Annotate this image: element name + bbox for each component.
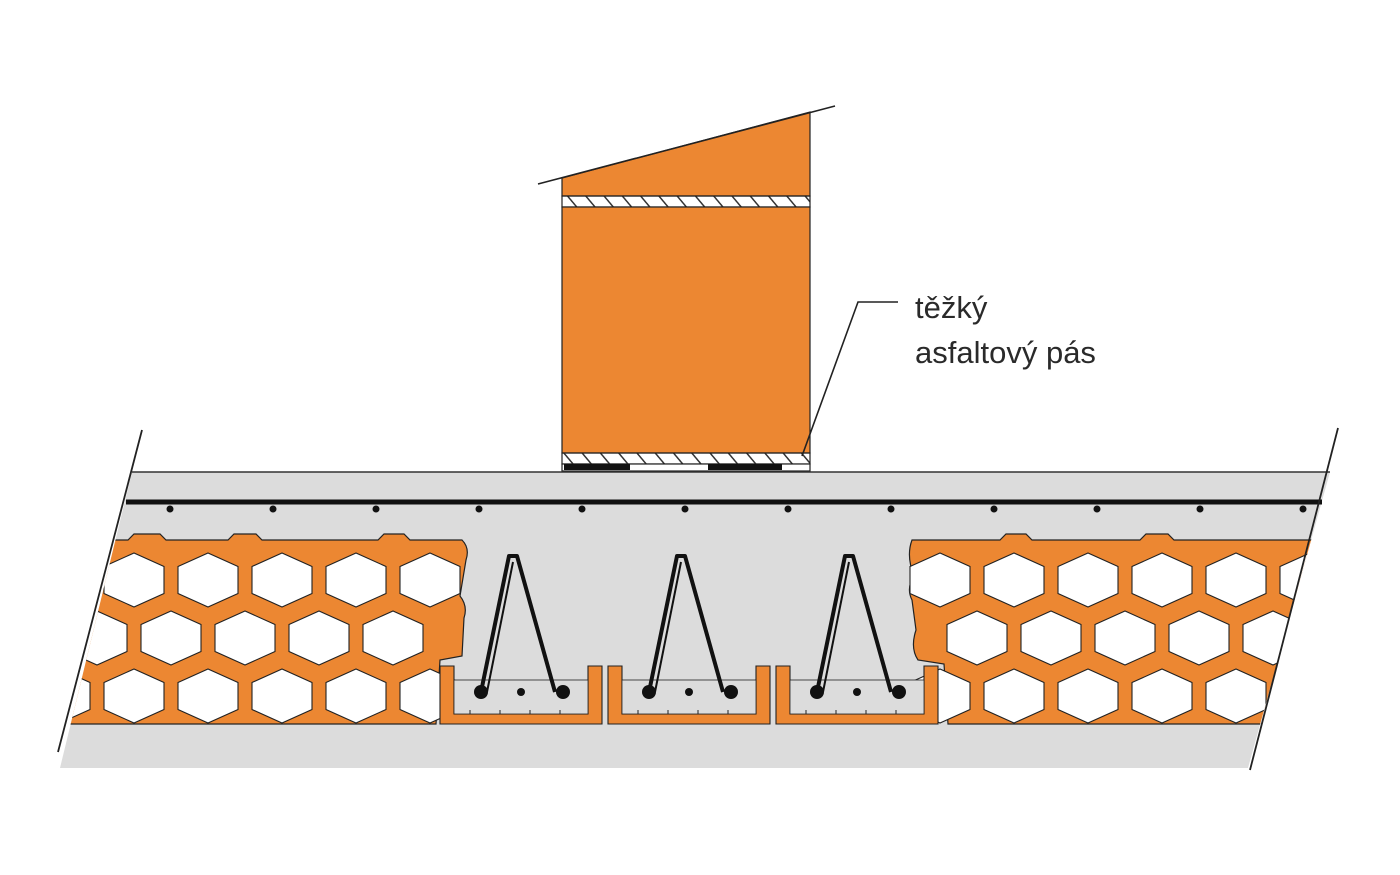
block-cell (983, 668, 1045, 724)
rebar (853, 688, 861, 696)
base-pad-right (708, 464, 782, 470)
callout-leader-line (801, 301, 898, 457)
block-cell (362, 610, 424, 666)
beam (775, 554, 939, 725)
beam (607, 554, 771, 725)
section-cut-left (57, 429, 143, 753)
block-cell (325, 668, 387, 724)
block-cell (251, 552, 313, 608)
mesh-bar-dot (681, 505, 689, 513)
block-cell (399, 552, 461, 608)
block-cell (177, 668, 239, 724)
mesh-bars (166, 505, 1307, 513)
block-cell (1057, 668, 1119, 724)
truss-wire (815, 554, 893, 693)
truss-wire (479, 554, 557, 693)
beam-core (453, 679, 589, 715)
section-cut-right (1249, 427, 1339, 771)
rebar (474, 685, 488, 699)
mesh-bar-dot (578, 505, 586, 513)
block-cell (103, 552, 165, 608)
base-pad-left (564, 464, 630, 470)
block-cell (214, 610, 276, 666)
block-cell (909, 552, 971, 608)
rebar (810, 685, 824, 699)
mesh-bar-dot (269, 505, 277, 513)
rebar (556, 685, 570, 699)
callout-label-line1: těžký (915, 290, 988, 325)
truss-wire (486, 561, 514, 693)
ceramic-block-right (908, 533, 1330, 725)
rebar (892, 685, 906, 699)
block-cell (1057, 552, 1119, 608)
block-cell (1205, 552, 1267, 608)
mesh-bar-dot (784, 505, 792, 513)
partition-wall (537, 105, 836, 472)
block-cell (103, 668, 165, 724)
mesh-bar-dot (887, 505, 895, 513)
mesh-bar-dot (475, 505, 483, 513)
beam-core (789, 679, 925, 715)
mesh-bar-dot (1093, 505, 1101, 513)
block-cell (1131, 552, 1193, 608)
block-cell (288, 610, 350, 666)
callout-label-line2: asfaltový pás (915, 335, 1096, 370)
rebar (724, 685, 738, 699)
block-cell (1168, 610, 1230, 666)
wall-top-block (561, 111, 811, 197)
ceramic-block-left (60, 533, 468, 725)
beam-core (621, 679, 757, 715)
block-cell (983, 552, 1045, 608)
wall-top-edge (537, 105, 836, 185)
block-cell (1020, 610, 1082, 666)
block-cell (251, 668, 313, 724)
block-cell (946, 610, 1008, 666)
callout: těžký asfaltový pás (801, 290, 1096, 457)
beam (439, 554, 603, 725)
block-cell (1131, 668, 1193, 724)
rebar (517, 688, 525, 696)
mesh-bar-dot (372, 505, 380, 513)
mesh-bar-dot (1196, 505, 1204, 513)
mesh-bar-dot (166, 505, 174, 513)
block-cell (1279, 668, 1330, 724)
rebar (642, 685, 656, 699)
block-cell (325, 552, 387, 608)
asphalt-strip (561, 452, 811, 465)
mesh-bar-dot (990, 505, 998, 513)
block-cell (1094, 610, 1156, 666)
block-cell (140, 610, 202, 666)
truss-wire (654, 561, 682, 693)
ceiling-slab (57, 427, 1339, 771)
truss-wire (647, 554, 725, 693)
prestressed-beams (439, 554, 939, 725)
truss-wire (822, 561, 850, 693)
block-cell (177, 552, 239, 608)
asphalt-strip-base (561, 463, 811, 472)
wall-mortar-joint (561, 195, 811, 208)
wall-body (561, 206, 811, 454)
rebar (685, 688, 693, 696)
mesh-bar-dot (1299, 505, 1307, 513)
block-cell (60, 552, 91, 608)
